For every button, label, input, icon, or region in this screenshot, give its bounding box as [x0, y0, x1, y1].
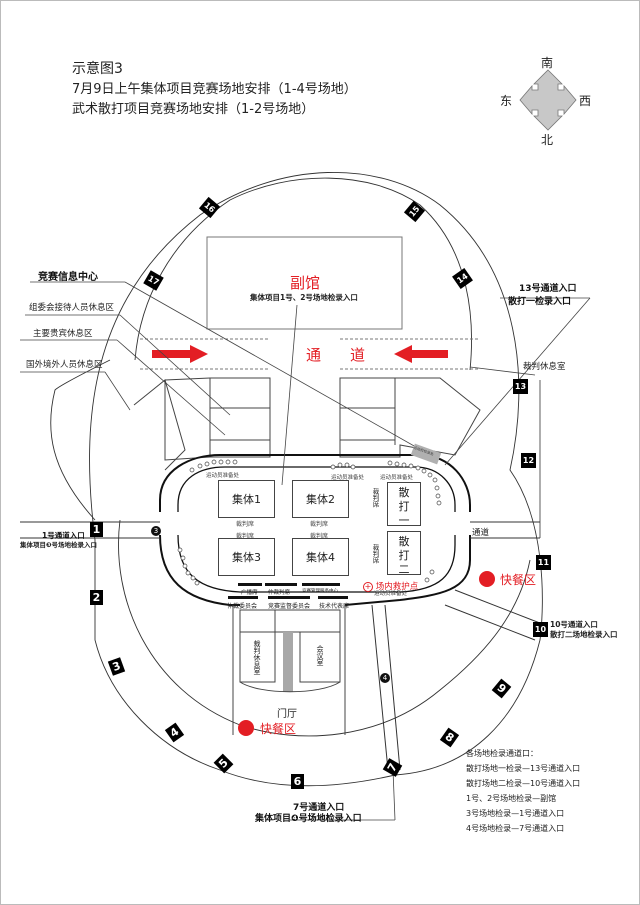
diagram-title: 示意图3	[72, 61, 123, 77]
legend-item: 1号、2号场地检录—副馆	[466, 794, 557, 803]
annex-title: 副馆	[290, 274, 321, 292]
gate-badge-13: 13	[513, 379, 528, 394]
food-label-east: 快餐区	[500, 573, 537, 587]
gate-badge-10: 10	[533, 622, 548, 637]
entry13-line2: 散打一检录入口	[508, 297, 572, 307]
official-arbitration-judge: 仲裁判席	[268, 590, 291, 596]
court-team-4-label: 集体4	[306, 551, 335, 564]
athlete-prep-center: 运动员准备处	[331, 475, 365, 481]
legend-item: 3号场地检录—1号通道入口	[466, 809, 565, 818]
court-team-1-label: 集体1	[232, 493, 261, 506]
medical-point: + 场内救护点	[363, 580, 418, 592]
passage-char-1: 通	[306, 346, 322, 364]
entry10-line2: 散打二场地检录入口	[550, 630, 618, 639]
legend-title: 各场地检录通道口：	[466, 749, 538, 758]
compass-east: 东	[500, 94, 513, 108]
subtitle-team-events: 7月9日上午集体项目竞赛场地安排（1-4号场地）	[72, 82, 357, 97]
sanda-2-char-3: 二	[398, 563, 410, 576]
check-in-box	[410, 443, 442, 465]
athlete-prep-east: 运动员准备处	[380, 475, 414, 481]
label-info-center: 竞赛信息中心	[38, 272, 98, 283]
judge-seat-4: 裁判席	[310, 533, 329, 540]
food-dot-icon	[479, 571, 495, 587]
court-team-3-label: 集体3	[232, 551, 261, 564]
annex-building	[206, 236, 403, 330]
arena-outline	[159, 454, 471, 512]
east-passage-label: 通道	[472, 528, 490, 538]
sanda-1-char-1: 散	[398, 486, 410, 499]
medical-cross-icon: +	[363, 582, 373, 592]
legend: 各场地检录通道口： 散打场地一检录—13号通道入口 散打场地二检录—10号通道入…	[466, 746, 580, 836]
official-broadcast: 广播席	[241, 590, 258, 596]
compass-west: 西	[579, 94, 592, 108]
official-supervision-committee: 竞赛监督委员会	[268, 603, 311, 610]
court-team-2: 集体2	[292, 480, 349, 518]
officials-bar-3	[302, 583, 340, 586]
gate-badge-6: 6	[291, 774, 304, 789]
label-vip-rest: 主要贵宾休息区	[33, 329, 93, 339]
officials-bar-1	[238, 583, 262, 586]
court-team-2-label: 集体2	[306, 493, 335, 506]
entry13-line1: 13号通道入口	[519, 284, 577, 294]
court-team-3: 集体3	[218, 538, 275, 576]
gate-badge-2: 2	[90, 590, 103, 605]
sanda-ring-1: 散 打 一	[387, 482, 421, 527]
circled-marker-3: 3	[151, 526, 161, 536]
judge-seat-3: 裁判席	[236, 533, 255, 540]
official-tech-delegate: 技术代表席	[319, 603, 350, 610]
officials-bar-6	[318, 596, 348, 599]
subtitle-wushu-sanda: 武术散打项目竞赛场地安排（1-2号场地）	[72, 102, 315, 117]
lobby-meeting-room: 会议室	[316, 645, 324, 666]
arrow-right-icon	[152, 345, 208, 363]
court-team-1: 集体1	[218, 480, 275, 518]
compass-north: 北	[541, 133, 554, 147]
sanda-judge-seat-2: 裁判席	[371, 544, 379, 564]
entry7-line2: 集体项目❹号场地检录入口	[255, 814, 362, 824]
outer-ring-road	[89, 171, 543, 787]
officials-bar-4	[228, 596, 258, 599]
sanda-2-char-2: 打	[398, 549, 410, 562]
compass-south: 南	[541, 56, 554, 70]
entry10-line1: 10号通道入口	[550, 620, 598, 629]
food-label-south: 快餐区	[260, 722, 297, 736]
official-management-center: 竞赛管理服务中心	[302, 589, 338, 594]
athlete-prep-west: 运动员准备处	[206, 473, 240, 479]
judge-seat-2: 裁判席	[310, 521, 329, 528]
official-arbitration-committee: 仲裁委员会	[227, 603, 258, 610]
label-reception-rest: 组委会接待人员休息区	[29, 303, 115, 313]
medical-label: 场内救护点	[375, 582, 419, 592]
court-team-4: 集体4	[292, 538, 349, 576]
sanda-2-char-1: 散	[398, 535, 410, 548]
officials-bar-2	[265, 583, 297, 586]
label-referee-lounge: 裁判休息室	[523, 362, 566, 372]
athlete-prep-south: 运动员准备处	[374, 591, 408, 597]
sanda-1-char-2: 打	[398, 500, 410, 513]
lobby-corridor	[283, 632, 293, 692]
gate-badge-12: 12	[521, 453, 536, 468]
lobby-referee-rest: 裁判休息室	[253, 640, 261, 675]
officials-bar-5	[268, 596, 310, 599]
entry1-line2: 集体项目❸号场地检录入口	[20, 541, 98, 549]
lobby-hall: 门厅	[277, 709, 297, 720]
passage-char-2: 道	[350, 346, 366, 364]
food-dot-icon	[238, 720, 254, 736]
legend-item: 散打场地二检录—10号通道入口	[466, 779, 581, 788]
gate-badge-1: 1	[90, 522, 103, 537]
lobby-building	[239, 609, 341, 633]
entry7-line1: 7号通道入口	[293, 803, 345, 813]
legend-item: 散打场地一检录—13号通道入口	[466, 764, 581, 773]
sanda-1-char-3: 一	[398, 514, 410, 527]
judge-seat-1: 裁判席	[236, 521, 255, 528]
label-overseas-rest: 国外境外人员休息区	[26, 360, 103, 370]
circled-marker-4: 4	[380, 673, 390, 683]
arrow-left-icon	[394, 345, 448, 363]
legend-item: 4号场地检录—7号通道入口	[466, 824, 565, 833]
annex-entrance-label: 集体项目1号、2号场地检录入口	[250, 293, 358, 302]
sanda-judge-seat-1: 裁判席	[371, 488, 379, 508]
sanda-ring-2: 散 打 二	[387, 531, 421, 576]
gate-badge-11: 11	[536, 555, 551, 570]
entry1-line1: 1号通道入口	[42, 531, 85, 540]
